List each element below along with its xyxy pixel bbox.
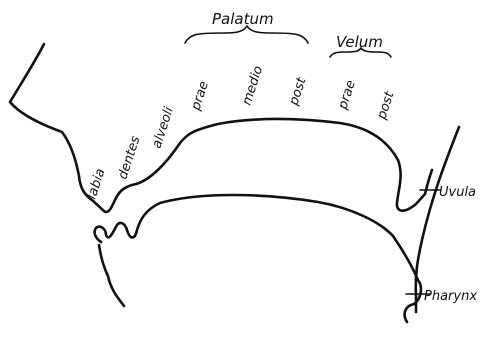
label-alveoli: alveoli	[150, 105, 178, 150]
velum-heading: Velum	[336, 33, 383, 51]
label-palatum-medio: medio	[240, 64, 267, 107]
label-dentes: dentes	[116, 134, 144, 181]
label-velum-prae: prae	[335, 78, 359, 112]
label-pharynx: Pharynx	[424, 289, 477, 304]
label-palatum-prae: prae	[188, 79, 212, 113]
tongue-outline	[95, 195, 421, 322]
label-labia: labia	[85, 167, 109, 202]
label-velum-post: post	[374, 89, 398, 122]
palatum-heading: Palatum	[212, 10, 274, 28]
palatum-brace	[185, 26, 308, 43]
pharyngeal-wall	[416, 127, 459, 312]
label-palatum-post: post	[286, 75, 310, 108]
label-uvula: Uvula	[439, 185, 476, 200]
upper-vocal-tract-outline	[10, 44, 432, 212]
chin-outline	[99, 245, 124, 306]
